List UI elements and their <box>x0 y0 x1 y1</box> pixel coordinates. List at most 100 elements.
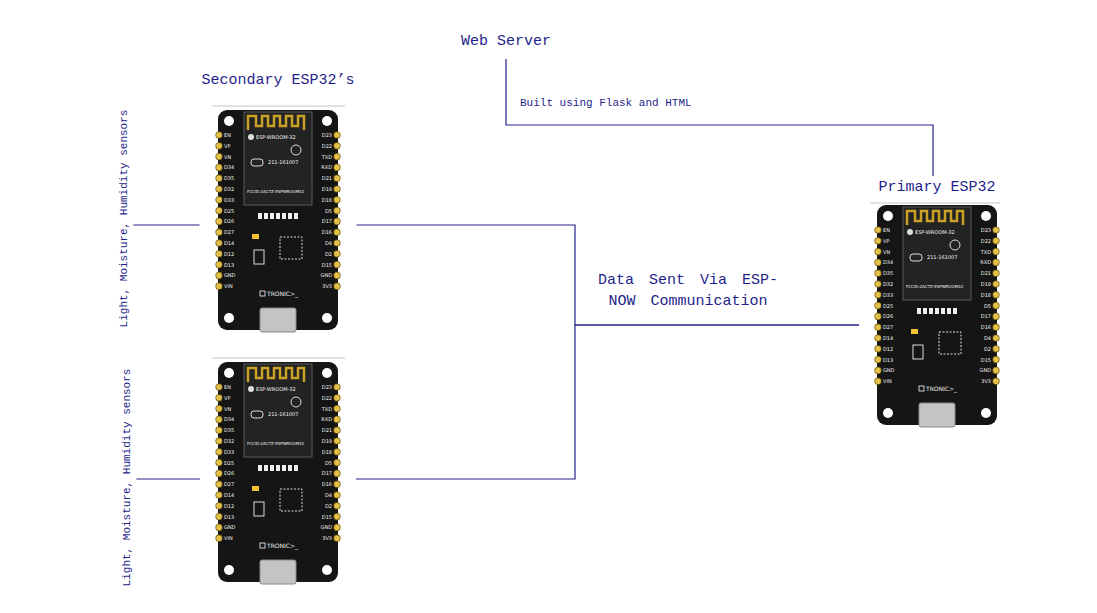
pin-label: 3V3 <box>981 378 991 384</box>
pin-label: D34 <box>883 259 893 265</box>
pin-label: D5 <box>325 460 332 466</box>
pin-label: EN <box>224 132 231 138</box>
connector-line <box>506 59 933 176</box>
pin-label: D2 <box>325 503 332 509</box>
board-face: ESP-WROOM-32 211-161007FCCID:2AC7Z-ESPWRO… <box>214 362 342 584</box>
pin-label: D26 <box>224 470 234 476</box>
pin-label: D17 <box>322 470 332 476</box>
pin-label: TXD <box>322 154 332 160</box>
pin-label: D22 <box>981 238 991 244</box>
pin-label: D22 <box>322 395 332 401</box>
pin-label: GND <box>980 367 991 373</box>
pin-label: TXD <box>981 249 991 255</box>
esp32-board: Secondary ESP32’sESP-WROOM-32211-161007F… <box>200 69 357 332</box>
connector-line <box>136 478 200 479</box>
pin-label: GND <box>321 272 332 278</box>
board-face: ESP-WROOM-32211-161007FCCID:2AC7Z-ESPWRO… <box>873 205 1001 427</box>
pin-label: VN <box>224 154 231 160</box>
brand-marking: TRONIC>_ <box>267 542 298 549</box>
pin-label: D23 <box>322 384 332 390</box>
pin-label: D18 <box>322 197 332 203</box>
pin-label: D27 <box>224 481 234 487</box>
pin-label: D13 <box>883 357 893 363</box>
esp32-board-drawing <box>877 205 997 427</box>
pin-label: D34 <box>224 164 234 170</box>
esp32-board-drawing <box>218 110 338 332</box>
pin-label: D27 <box>883 324 893 330</box>
pin-label: D14 <box>883 335 893 341</box>
pin-label: D5 <box>984 303 991 309</box>
separator-line <box>870 203 1000 204</box>
pin-label: D21 <box>322 427 332 433</box>
pin-label: D4 <box>325 240 332 246</box>
pin-label: VIN <box>224 283 233 289</box>
module-marking: ESP-WROOM-32 <box>256 386 296 392</box>
pin-label: EN <box>883 227 890 233</box>
module-marking: 211-161007 <box>268 159 298 165</box>
pin-label: VP <box>224 395 230 401</box>
pin-label: D33 <box>224 197 234 203</box>
pin-label: D16 <box>322 481 332 487</box>
pin-label: GND <box>224 524 235 530</box>
pin-label: D33 <box>224 449 234 455</box>
pin-label: D14 <box>224 240 234 246</box>
module-marking: 211-161007 <box>268 411 298 417</box>
pin-label: D19 <box>322 438 332 444</box>
pin-label: D22 <box>322 143 332 149</box>
pin-label: D25 <box>224 460 234 466</box>
esp32-board: Primary ESP32ESP-WROOM-32211-161007FCCID… <box>859 176 1015 427</box>
pin-label: D34 <box>224 416 234 422</box>
sensor-text: Light, Moisture, Humidity sensors <box>118 109 131 327</box>
pin-label: D4 <box>984 335 991 341</box>
connector-label: Data Sent Via ESP-NOW Communication <box>587 270 789 312</box>
module-marking: 211-161007 <box>927 254 957 260</box>
pin-label: D35 <box>224 427 234 433</box>
board-face: ESP-WROOM-32211-161007FCCID:2AC7Z-ESPWRO… <box>214 110 342 332</box>
pin-label: D5 <box>325 208 332 214</box>
pin-label: D13 <box>224 514 234 520</box>
pin-label: D13 <box>224 262 234 268</box>
pin-label: D12 <box>224 251 234 257</box>
connector-label: Built using Flask and HTML <box>518 96 694 110</box>
separator-line <box>212 106 345 107</box>
pin-label: VIN <box>224 535 233 541</box>
pin-label: D25 <box>224 208 234 214</box>
pin-label: TXD <box>322 406 332 412</box>
pin-label: RXD <box>980 259 991 265</box>
pin-label: D19 <box>981 281 991 287</box>
module-marking: FCCID:2AC7Z-ESPWROOM32 <box>247 441 304 446</box>
pin-label: D32 <box>224 186 234 192</box>
module-marking: FCCID:2AC7Z-ESPWROOM32 <box>906 284 963 289</box>
pin-label: D14 <box>224 492 234 498</box>
pin-label: D18 <box>981 292 991 298</box>
connector-group <box>133 59 933 479</box>
pin-label: D21 <box>981 270 991 276</box>
pin-label: GND <box>321 524 332 530</box>
board-heading: Secondary ESP32’s <box>200 69 357 90</box>
pin-label: D15 <box>322 514 332 520</box>
pin-label: D32 <box>883 281 893 287</box>
pin-label: VN <box>224 406 231 412</box>
separator-line <box>212 358 345 359</box>
pin-label: D16 <box>322 229 332 235</box>
pin-label: EN <box>224 384 231 390</box>
pin-label: RXD <box>321 164 332 170</box>
pin-label: D16 <box>981 324 991 330</box>
pin-label: D17 <box>981 313 991 319</box>
brand-marking: TRONIC>_ <box>267 290 298 297</box>
pin-label: D17 <box>322 218 332 224</box>
pin-label: D26 <box>224 218 234 224</box>
node-text: Web Server <box>461 33 551 51</box>
pin-label: D26 <box>883 313 893 319</box>
connector-line <box>356 325 859 479</box>
pin-label: D35 <box>883 270 893 276</box>
pin-label: D25 <box>883 303 893 309</box>
pin-label: D2 <box>984 346 991 352</box>
pin-label: D33 <box>883 292 893 298</box>
board-heading: Primary ESP32 <box>859 176 1015 197</box>
pin-label: GND <box>883 367 894 373</box>
pin-label: D12 <box>224 503 234 509</box>
connector-line <box>133 224 199 225</box>
